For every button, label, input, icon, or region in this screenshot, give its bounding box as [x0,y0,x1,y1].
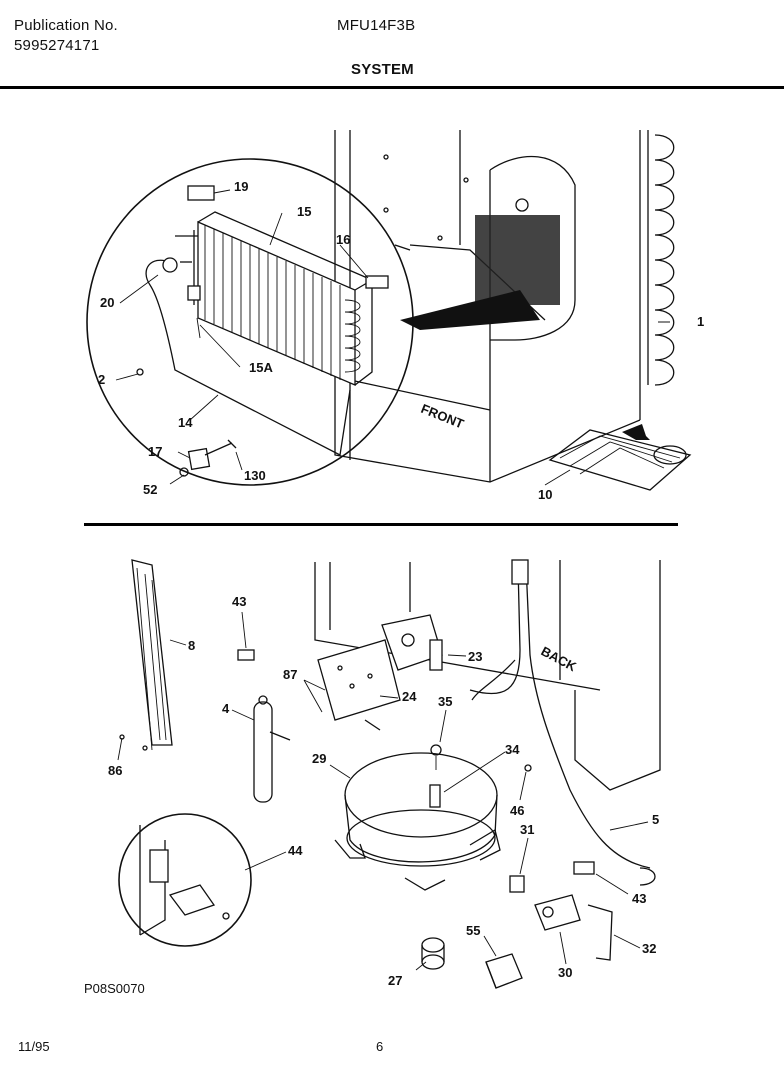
section-divider [84,523,678,526]
evaporator-fins [197,211,374,386]
condenser-coil [647,130,675,386]
part-label-20: 20 [100,295,114,310]
part-label-5: 5 [652,812,659,827]
back-label: BACK [539,643,580,674]
part-label-43-bottom: 43 [632,891,646,906]
part-34-grommet [429,784,441,808]
front-label: FRONT [419,401,466,432]
model-number: MFU14F3B [337,17,416,34]
part-label-52: 52 [143,482,157,497]
part-label-29: 29 [312,751,326,766]
part-label-34: 34 [505,742,520,757]
publication-label: Publication No. [14,17,118,34]
part-20-thermostat [162,257,178,273]
part-label-10: 10 [538,487,552,502]
part-label-30: 30 [558,965,572,980]
part-43-clip-bottom [573,861,595,875]
part-label-24: 24 [402,689,417,704]
part-label-87: 87 [283,667,297,682]
part-2-screw [136,368,144,376]
part-4-drier [231,695,291,803]
part-label-15a: 15A [249,360,273,375]
part-24-bracket [317,639,401,721]
part-label-16: 16 [336,232,350,247]
part-label-8: 8 [188,638,195,653]
part-31-clip [509,875,525,893]
evaporator-detail-circle [86,158,670,486]
part-35-screw [430,744,442,756]
part-46-screw [524,764,532,772]
header-rule [0,86,784,89]
part-label-19: 19 [234,179,248,194]
freezer-cabinet [334,130,641,483]
footer-page-number: 6 [376,1039,384,1054]
part-label-46: 46 [510,803,524,818]
part-label-31: 31 [520,822,534,837]
wall-outlet-icon [149,849,169,883]
part-32-cover [587,904,613,961]
part-43-clip-top [237,649,255,661]
part-44-detail-circle [118,813,287,947]
part-label-23: 23 [468,649,482,664]
part-55-capacitor [485,953,523,989]
part-16-clip [365,275,389,289]
floor-drain-tray [548,424,692,491]
part-27-grommet [421,937,445,970]
part-label-44: 44 [288,843,303,858]
part-label-43-top: 43 [232,594,246,609]
drawing-code: P08S0070 [84,981,145,996]
part-8-rail [117,559,187,761]
evaporator-opening [475,215,560,305]
part-label-86: 86 [108,763,122,778]
part-label-1: 1 [697,314,704,329]
part-label-130: 130 [244,468,266,483]
part-19-clip [187,185,215,201]
part-label-4: 4 [222,701,230,716]
part-label-14: 14 [178,415,193,430]
part-29-compressor [334,719,501,891]
part-17-bracket [187,447,211,471]
part-label-15: 15 [297,204,311,219]
part-label-35: 35 [438,694,452,709]
footer-date: 11/95 [18,1039,50,1054]
part-23-relay [381,614,467,671]
part-label-2: 2 [98,372,105,387]
section-title: SYSTEM [351,61,414,78]
part-label-55: 55 [466,923,480,938]
publication-number: 5995274171 [14,37,100,54]
part-52-grommet [179,467,189,477]
arrow-icon [622,424,650,440]
part-label-17: 17 [148,444,162,459]
cabinet-rear [314,560,661,791]
part-30-overload [534,894,581,931]
part-label-27: 27 [388,973,402,988]
wire-harness-plug [511,559,529,585]
part-label-32: 32 [642,941,656,956]
